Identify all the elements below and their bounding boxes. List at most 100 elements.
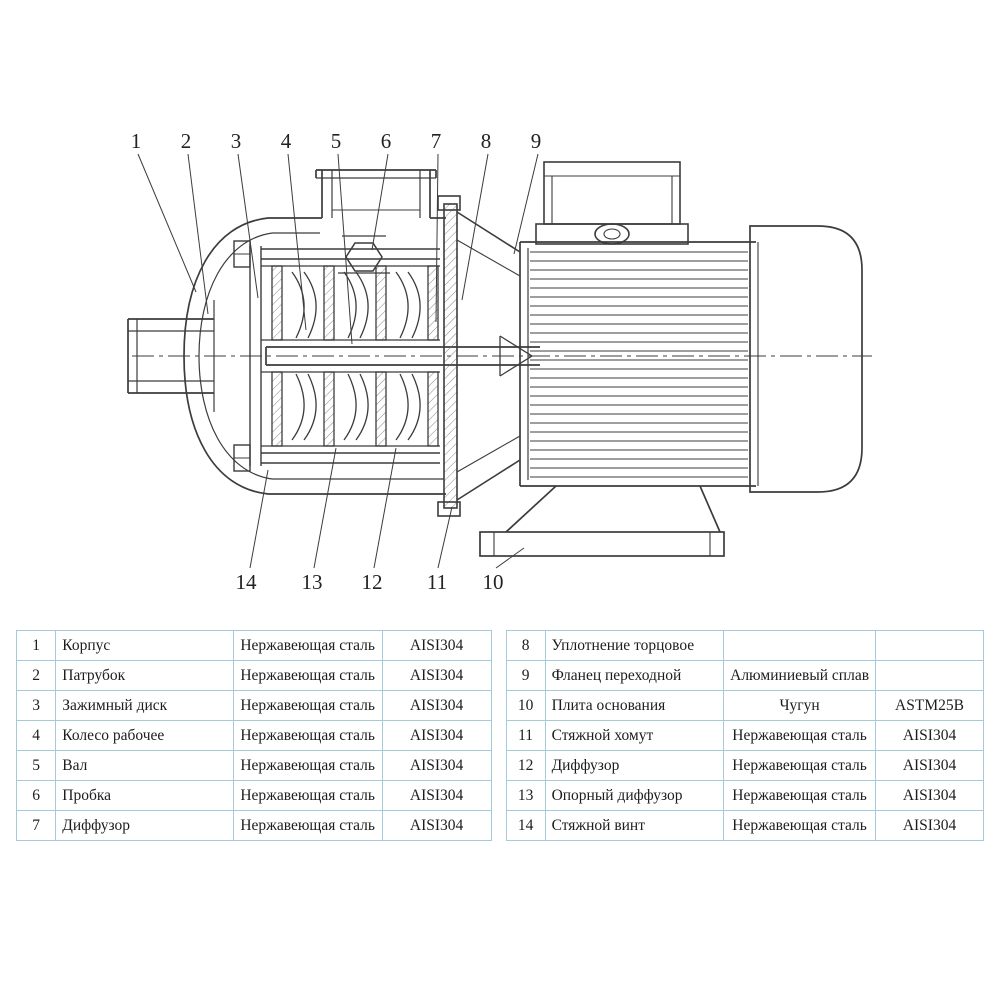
motor-end-housing bbox=[749, 225, 863, 493]
part-material bbox=[723, 630, 877, 661]
callout-label-3: 3 bbox=[231, 129, 242, 153]
impeller-diffuser-stack bbox=[261, 265, 440, 447]
part-standard: AISI304 bbox=[875, 780, 984, 811]
part-number: 4 bbox=[15, 720, 57, 751]
table-row: 13 Опорный диффузор Нержавеющая сталь AI… bbox=[505, 780, 984, 811]
part-name: Стяжной винт bbox=[544, 810, 725, 841]
part-standard bbox=[875, 630, 984, 661]
part-material: Нержавеющая сталь bbox=[723, 750, 877, 781]
base-plate bbox=[479, 485, 725, 557]
part-name: Уплотнение торцовое bbox=[544, 630, 725, 661]
callout-label-1: 1 bbox=[131, 129, 142, 153]
part-material: Нержавеющая сталь bbox=[232, 810, 383, 841]
callout-label-6: 6 bbox=[381, 129, 392, 153]
shaft bbox=[265, 335, 540, 377]
table-row: 6 Пробка Нержавеющая сталь AISI304 bbox=[15, 780, 492, 811]
callout-label-7: 7 bbox=[431, 129, 442, 153]
parts-table-right: 8 Уплотнение торцовое 9 Фланец переходно… bbox=[505, 630, 984, 841]
part-number: 6 bbox=[15, 780, 57, 811]
part-number: 7 bbox=[15, 810, 57, 841]
part-standard: AISI304 bbox=[875, 810, 984, 841]
part-number: 14 bbox=[505, 810, 546, 841]
part-number: 5 bbox=[15, 750, 57, 781]
inlet-pipe bbox=[127, 300, 215, 412]
part-number: 2 bbox=[15, 660, 57, 691]
part-material: Нержавеющая сталь bbox=[232, 630, 383, 661]
callout-labels-top: 1 2 3 4 5 6 7 8 9 bbox=[131, 129, 542, 153]
part-name: Колесо рабочее bbox=[55, 720, 234, 751]
callout-label-14: 14 bbox=[236, 570, 258, 594]
part-material: Нержавеющая сталь bbox=[232, 690, 383, 721]
part-name: Патрубок bbox=[55, 660, 234, 691]
leader-lines bbox=[137, 153, 539, 569]
part-name: Вал bbox=[55, 750, 234, 781]
part-material: Нержавеющая сталь bbox=[232, 750, 383, 781]
clamp-disk-and-tie-rods bbox=[233, 240, 440, 472]
table-row: 1 Корпус Нержавеющая сталь AISI304 bbox=[15, 630, 492, 661]
part-material: Нержавеющая сталь bbox=[723, 780, 877, 811]
adapter-flange bbox=[456, 211, 521, 501]
part-name: Фланец переходной bbox=[544, 660, 725, 691]
table-row: 2 Патрубок Нержавеющая сталь AISI304 bbox=[15, 660, 492, 691]
part-name: Корпус bbox=[55, 630, 234, 661]
part-standard: AISI304 bbox=[381, 660, 492, 691]
callout-label-9: 9 bbox=[531, 129, 542, 153]
part-number: 12 bbox=[505, 750, 546, 781]
part-material: Чугун bbox=[723, 690, 877, 721]
casing-flange bbox=[437, 195, 461, 517]
callout-label-5: 5 bbox=[331, 129, 342, 153]
callout-label-13: 13 bbox=[302, 570, 323, 594]
callout-label-4: 4 bbox=[281, 129, 292, 153]
part-standard: AISI304 bbox=[875, 720, 984, 751]
part-number: 9 bbox=[505, 660, 546, 691]
table-row: 10 Плита основания Чугун ASTM25B bbox=[505, 690, 984, 721]
terminal-box bbox=[535, 161, 689, 245]
parts-tables: 1 Корпус Нержавеющая сталь AISI304 2 Пат… bbox=[0, 630, 1000, 841]
part-material: Нержавеющая сталь bbox=[232, 660, 383, 691]
part-material: Нержавеющая сталь bbox=[723, 720, 877, 751]
part-number: 13 bbox=[505, 780, 546, 811]
part-name: Пробка bbox=[55, 780, 234, 811]
pump-diagram-area: 1 2 3 4 5 6 7 8 9 14 13 12 11 10 bbox=[127, 129, 872, 594]
part-standard: AISI304 bbox=[381, 810, 492, 841]
part-standard: AISI304 bbox=[875, 750, 984, 781]
table-row: 3 Зажимный диск Нержавеющая сталь AISI30… bbox=[15, 690, 492, 721]
part-name: Опорный диффузор bbox=[544, 780, 725, 811]
part-standard: AISI304 bbox=[381, 720, 492, 751]
callout-label-12: 12 bbox=[362, 570, 383, 594]
callout-label-2: 2 bbox=[181, 129, 192, 153]
part-name: Диффузор bbox=[544, 750, 725, 781]
part-name: Плита основания bbox=[544, 690, 725, 721]
table-row: 9 Фланец переходной Алюминиевый сплав bbox=[505, 660, 984, 691]
pump-diagram: 1 2 3 4 5 6 7 8 9 14 13 12 11 10 bbox=[127, 129, 872, 594]
callout-label-11: 11 bbox=[427, 570, 447, 594]
part-number: 8 bbox=[505, 630, 546, 661]
part-name: Стяжной хомут bbox=[544, 720, 725, 751]
table-row: 11 Стяжной хомут Нержавеющая сталь AISI3… bbox=[505, 720, 984, 751]
part-standard bbox=[875, 660, 984, 691]
part-name: Зажимный диск bbox=[55, 690, 234, 721]
parts-table-left: 1 Корпус Нержавеющая сталь AISI304 2 Пат… bbox=[15, 630, 492, 841]
part-material: Нержавеющая сталь bbox=[232, 780, 383, 811]
table-row: 8 Уплотнение торцовое bbox=[505, 630, 984, 661]
part-number: 1 bbox=[15, 630, 57, 661]
part-standard: AISI304 bbox=[381, 780, 492, 811]
table-row: 7 Диффузор Нержавеющая сталь AISI304 bbox=[15, 810, 492, 841]
callout-labels-bottom: 14 13 12 11 10 bbox=[236, 570, 504, 594]
table-row: 5 Вал Нержавеющая сталь AISI304 bbox=[15, 750, 492, 781]
part-standard: AISI304 bbox=[381, 750, 492, 781]
table-row: 4 Колесо рабочее Нержавеющая сталь AISI3… bbox=[15, 720, 492, 751]
part-material: Алюминиевый сплав bbox=[723, 660, 877, 691]
part-number: 11 bbox=[505, 720, 546, 751]
table-row: 14 Стяжной винт Нержавеющая сталь AISI30… bbox=[505, 810, 984, 841]
table-row: 12 Диффузор Нержавеющая сталь AISI304 bbox=[505, 750, 984, 781]
part-name: Диффузор bbox=[55, 810, 234, 841]
part-standard: AISI304 bbox=[381, 690, 492, 721]
callout-label-10: 10 bbox=[483, 570, 504, 594]
motor-body bbox=[519, 241, 756, 487]
part-material: Нержавеющая сталь bbox=[723, 810, 877, 841]
motor-fins bbox=[530, 251, 748, 478]
part-standard: ASTM25B bbox=[875, 690, 984, 721]
part-standard: AISI304 bbox=[381, 630, 492, 661]
